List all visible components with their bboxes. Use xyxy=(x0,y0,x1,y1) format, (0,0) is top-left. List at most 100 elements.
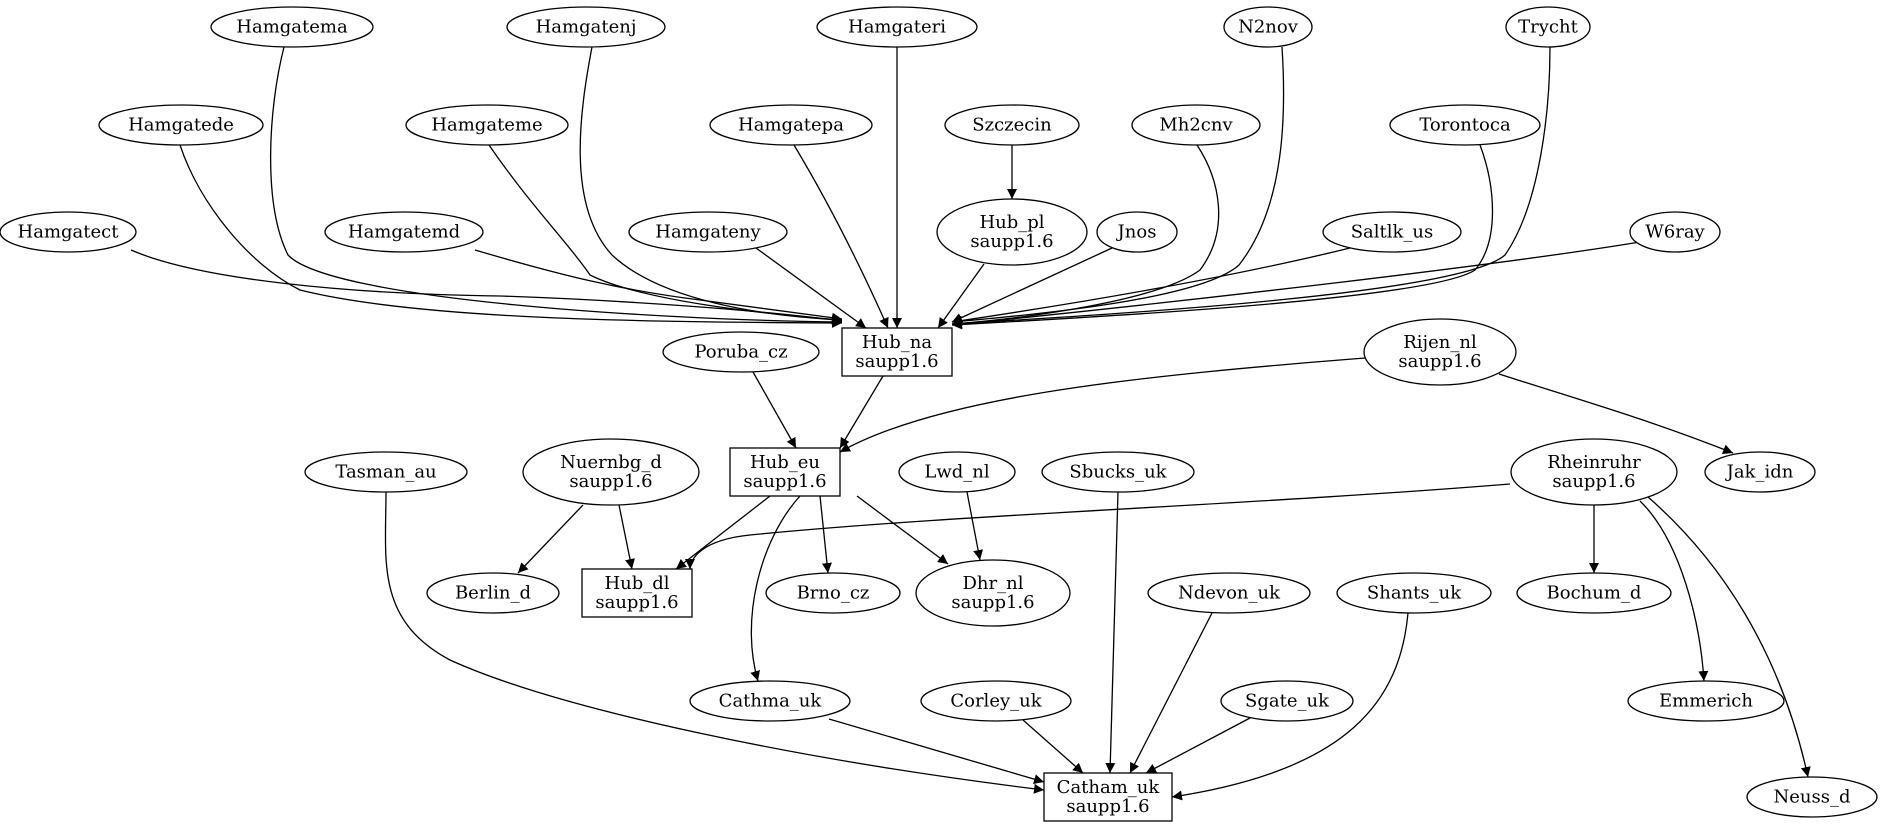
node-shape xyxy=(1223,6,1313,48)
node-label: Shants_uk xyxy=(1367,583,1462,604)
node-shape xyxy=(522,438,700,506)
node-label: Ndevon_uk xyxy=(1178,583,1281,604)
node-label: Nuernbg_d xyxy=(560,452,662,473)
node-torontoca: Torontoca xyxy=(1389,104,1541,146)
edge-hamgatede-to-hub_na xyxy=(179,144,843,328)
edge-hub_pl-to-hub_na xyxy=(937,263,985,329)
node-label: Trycht xyxy=(1518,17,1578,38)
node-shape xyxy=(1505,6,1591,48)
node-label: Hamgatede xyxy=(128,115,234,136)
node-ndevon-uk: Ndevon_uk xyxy=(1147,572,1311,614)
node-label: Tasman_au xyxy=(335,462,436,483)
node-corley-uk: Corley_uk xyxy=(920,680,1072,722)
node-label: Hamgatema xyxy=(236,17,348,38)
node-shape xyxy=(1147,572,1311,614)
node-shape xyxy=(1746,776,1878,818)
node-shape xyxy=(662,331,820,373)
node-label: Hub_na xyxy=(862,332,932,353)
node-shape xyxy=(920,680,1072,722)
node-shape xyxy=(709,104,873,146)
node-label: saupp1.6 xyxy=(1398,351,1481,372)
edge-hub_eu-to-dhr_nl xyxy=(856,495,949,565)
node-shape xyxy=(324,211,484,253)
node-label: Neuss_d xyxy=(1774,787,1851,808)
node-label: Corley_uk xyxy=(950,691,1042,712)
node-n2nov: N2nov xyxy=(1223,6,1313,48)
node-shape xyxy=(915,559,1071,627)
edge-rheinruhr-to-hub_dl xyxy=(685,483,1511,570)
node-label: Torontoca xyxy=(1419,115,1511,136)
node-label: Hamgatenj xyxy=(536,17,637,38)
node-label: Jak_idn xyxy=(1725,462,1794,483)
node-hamgateme: Hamgateme xyxy=(405,104,569,146)
edge-hamgatema-to-hub_na xyxy=(270,46,843,327)
node-hamgatema: Hamgatema xyxy=(210,6,374,48)
node-jnos: Jnos xyxy=(1096,211,1178,253)
node-label: Emmerich xyxy=(1659,691,1753,712)
edge-hamgatepa-to-hub_na xyxy=(793,144,889,329)
edge-saltlk_us-to-hub_na xyxy=(951,247,1351,326)
node-bochum-d: Bochum_d xyxy=(1516,572,1672,614)
node-label: Sbucks_uk xyxy=(1069,462,1167,483)
node-emmerich: Emmerich xyxy=(1627,680,1785,722)
node-label: Hamgateme xyxy=(431,115,542,136)
edge-hub_eu-to-cathma_uk xyxy=(750,495,801,682)
node-neuss-d: Neuss_d xyxy=(1746,776,1878,818)
node-label: W6ray xyxy=(1645,222,1705,243)
node-brno-cz: Brno_cz xyxy=(765,572,901,614)
edge-sgate_uk-to-catham_uk xyxy=(1145,717,1251,774)
node-label: Jnos xyxy=(1116,222,1157,243)
node-label: saupp1.6 xyxy=(855,351,938,372)
node-shape xyxy=(936,198,1088,266)
edge-hamgatect-to-hub_na xyxy=(130,249,843,325)
node-poruba-cz: Poruba_cz xyxy=(662,331,820,373)
node-label: Bochum_d xyxy=(1547,583,1642,604)
node-shape xyxy=(1336,572,1492,614)
node-shape xyxy=(1629,211,1721,253)
node-hamgatede: Hamgatede xyxy=(98,104,264,146)
edge-nuernbg_d-to-berlin_d xyxy=(517,504,584,574)
node-label: Rheinruhr xyxy=(1547,452,1641,473)
node-label: Szczecin xyxy=(972,115,1052,136)
node-shape xyxy=(729,447,841,497)
node-label: saupp1.6 xyxy=(743,471,826,492)
edges-layer xyxy=(130,46,1811,801)
node-label: Hub_pl xyxy=(979,212,1044,233)
node-w6ray: W6ray xyxy=(1629,211,1721,253)
node-shape xyxy=(628,211,788,253)
node-shape xyxy=(1363,318,1517,386)
edge-rheinruhr-to-emmerich xyxy=(1639,500,1709,682)
node-hamgateny: Hamgateny xyxy=(628,211,788,253)
node-shape xyxy=(1041,451,1195,493)
node-shape xyxy=(581,568,693,618)
node-label: Saltlk_us xyxy=(1351,222,1434,243)
node-label: saupp1.6 xyxy=(569,471,652,492)
node-label: Hub_eu xyxy=(750,452,820,473)
node-lwd-nl: Lwd_nl xyxy=(898,451,1016,493)
edge-poruba_cz-to-hub_eu xyxy=(752,371,797,449)
node-sbucks-uk: Sbucks_uk xyxy=(1041,451,1195,493)
edge-tasman_au-to-catham_uk xyxy=(384,491,1045,794)
node-label: Brno_cz xyxy=(797,583,870,604)
node-szczecin: Szczecin xyxy=(944,104,1080,146)
node-trycht: Trycht xyxy=(1505,6,1591,48)
node-shape xyxy=(98,104,264,146)
node-shape xyxy=(1704,451,1816,493)
node-jak-idn: Jak_idn xyxy=(1704,451,1816,493)
node-shape xyxy=(1389,104,1541,146)
edge-corley_uk-to-catham_uk xyxy=(1022,719,1084,774)
node-label: Mh2cnv xyxy=(1159,115,1233,136)
node-shape xyxy=(1516,572,1672,614)
node-shape xyxy=(944,104,1080,146)
edge-nuernbg_d-to-hub_dl xyxy=(618,504,635,570)
node-saltlk-us: Saltlk_us xyxy=(1322,211,1462,253)
node-berlin-d: Berlin_d xyxy=(426,572,560,614)
node-shape xyxy=(426,572,560,614)
edge-hub_eu-to-brno_cz xyxy=(819,495,832,574)
